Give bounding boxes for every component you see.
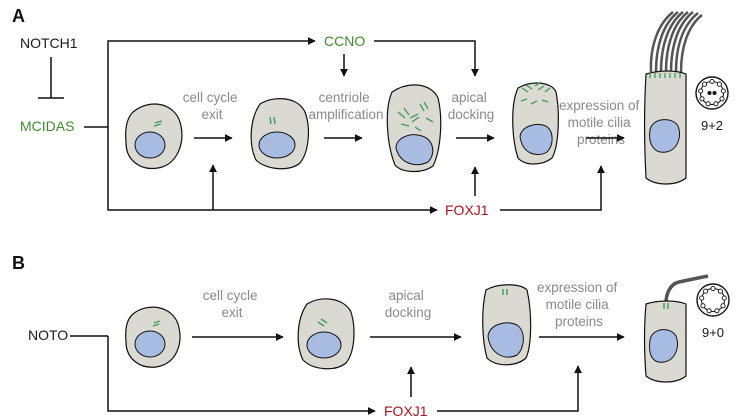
- cell-a5-multiciliated: [643, 11, 703, 185]
- cell-b2: [297, 298, 355, 370]
- cilia-pattern-label-b: 9+0: [702, 325, 724, 340]
- cell-a4: [512, 81, 559, 165]
- step-centriole-amplification: centriole amplification: [308, 90, 383, 122]
- step-cell-cycle-exit-b: cell cycle exit: [203, 288, 262, 320]
- cell-b1: [125, 306, 181, 368]
- foxj1-to-expression-arrow: [500, 165, 605, 211]
- cell-b4-monociliated: [643, 274, 709, 383]
- foxj1-label-b: FOXJ1: [384, 403, 428, 419]
- cilia-cross-section-icon-a: [695, 76, 729, 110]
- cell-a2: [250, 98, 310, 170]
- cilia-pattern-label-a: 9+2: [701, 118, 723, 133]
- mcidas-to-foxj1-arrow: [107, 127, 438, 214]
- noto-to-foxj1-arrow: [107, 336, 376, 415]
- notch1-label: NOTCH1: [20, 35, 78, 51]
- cell-a1: [125, 103, 183, 170]
- foxj1-label-a: FOXJ1: [445, 202, 489, 218]
- cell-b3: [482, 284, 532, 366]
- panel-b-label: B: [12, 253, 25, 273]
- mcidas-to-ccno-arrow: [107, 37, 316, 127]
- foxj1-to-expression-arrow-b: [437, 365, 582, 412]
- panel-a-label: A: [12, 6, 25, 26]
- ccno-label-a: CCNO: [324, 33, 365, 49]
- step-motile-cilia-expression-a: expression of motile cilia proteins: [559, 98, 643, 147]
- ccno-to-docking-arrow: [374, 40, 479, 77]
- step-apical-docking-a: apical docking: [448, 90, 495, 122]
- noto-label: NOTO: [28, 327, 68, 343]
- step-motile-cilia-expression-b: expression of motile cilia proteins: [537, 280, 621, 329]
- step-cell-cycle-exit-a: cell cycle exit: [183, 90, 242, 122]
- mcidas-label: MCIDAS: [20, 118, 74, 134]
- cell-a3: [386, 84, 442, 173]
- panel-a: A NOTCH1 MCIDAS CCNO FOXJ1 cell cycle ex…: [12, 6, 729, 218]
- step-apical-docking-b: apical docking: [385, 288, 432, 320]
- cilia-cross-section-icon-b: [696, 283, 730, 317]
- panel-b: B NOTO FOXJ1 cell cycle exit apical dock…: [12, 253, 730, 419]
